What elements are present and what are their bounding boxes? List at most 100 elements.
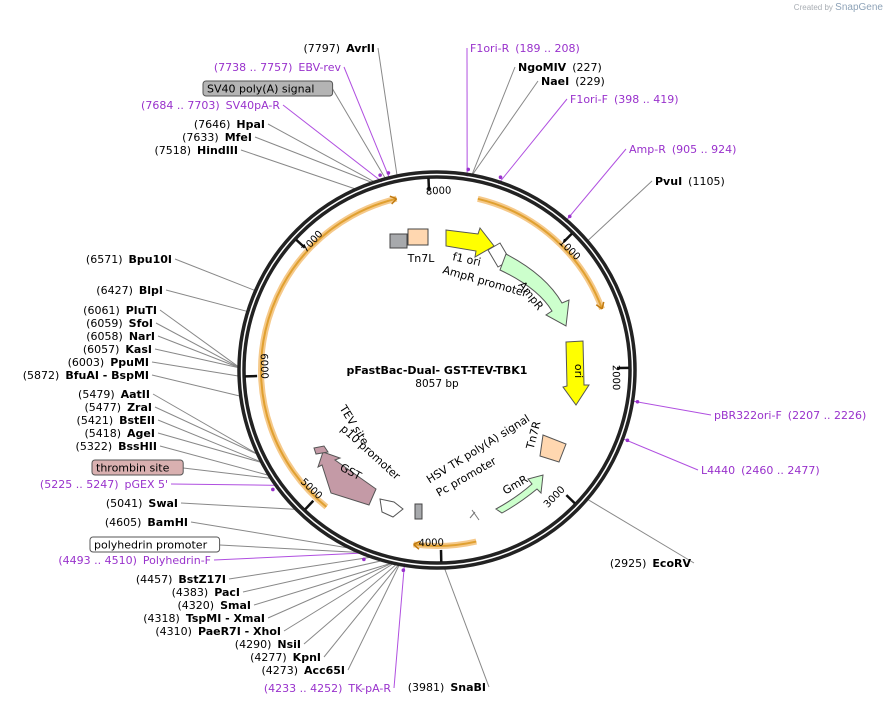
site-position: (5872) — [23, 369, 60, 382]
site-paer7i-xhoi: (4310)PaeR7I - XhoI — [155, 625, 281, 638]
site-leader-line — [253, 562, 393, 606]
site-sfoi: (6059)SfoI — [86, 317, 153, 330]
site-leader-line — [323, 563, 400, 658]
feature-tn7l-shape — [389, 233, 408, 249]
site-name: BamHI — [147, 516, 188, 529]
site-leader-line — [254, 136, 373, 184]
primer-range: (7684 .. 7703) — [141, 99, 220, 112]
primer-leader-line — [497, 98, 568, 185]
site-name: SmaI — [220, 599, 251, 612]
site-name: NaeI — [541, 75, 569, 88]
primer-amp-r: Amp-R(905 .. 924) — [629, 143, 736, 156]
site-leader-line — [267, 123, 375, 183]
primer-tk-pa-r: (4233 .. 4252)TK-pA-R — [264, 682, 392, 695]
site-avrii: (7797)AvrII — [304, 42, 375, 55]
site-agei: (5418)AgeI — [84, 427, 155, 440]
site-leader-line — [586, 498, 695, 564]
site-name: KpnI — [293, 651, 321, 664]
primer-mark — [466, 167, 471, 172]
site-position: (4290) — [235, 638, 272, 651]
feature-box-label: thrombin site — [96, 462, 170, 475]
site-leader-line — [151, 361, 240, 377]
site-nsii: (4290) NsiI — [235, 638, 301, 651]
site-hpai: (7646)HpaI — [194, 118, 265, 131]
site-name: NsiI — [277, 638, 301, 651]
primer-leader-line — [564, 148, 627, 223]
site-position: (4277) — [250, 651, 287, 664]
site-name: BstZ17I — [178, 573, 226, 586]
feature-gmr-shape — [495, 474, 544, 514]
primer-range: (398 .. 419) — [614, 93, 679, 106]
site-paci: (4383)PacI — [172, 586, 240, 599]
site-kasi: (6057)KasI — [83, 343, 152, 356]
site-name: ZraI — [127, 401, 152, 414]
primer-mark — [625, 438, 630, 443]
primer-f1ori-f: F1ori-F(398 .. 419) — [570, 93, 679, 106]
feature-box-leader — [183, 467, 272, 479]
site-position: (4318) — [143, 612, 180, 625]
primer-name: F1ori-R — [470, 42, 510, 55]
site-leader-line — [157, 335, 240, 369]
site-leader-line — [155, 322, 240, 368]
orf-arc — [477, 197, 604, 310]
site-position: (4457) — [136, 573, 173, 586]
primer-mark — [498, 175, 503, 179]
tick-mark — [427, 178, 431, 191]
site-leader-line — [157, 432, 263, 464]
site-tspmi-xmai: (4318)TspMI - XmaI — [143, 612, 265, 625]
site-ecorv: (2925)EcoRV — [610, 557, 692, 570]
primer-name: pBR322ori-F — [714, 409, 782, 422]
site-position: (5421) — [77, 414, 114, 427]
site-leader-line — [228, 556, 373, 580]
site-position: (7633) — [182, 131, 219, 144]
site-position: (2925) — [610, 557, 647, 570]
site-leader-line — [267, 562, 393, 619]
primer-leader-line — [213, 552, 367, 561]
site-name: NarI — [129, 330, 155, 343]
site-name: KasI — [125, 343, 152, 356]
primer-range: (2207 .. 2226) — [788, 409, 867, 422]
primer-range: (2460 .. 2477) — [741, 464, 820, 477]
site-position: (7518) — [154, 144, 191, 157]
site-pvui: PvuI (1105) — [655, 175, 725, 188]
site-labels: (7797)AvrIINgoMIV(227)NaeI(229)PvuI(1105… — [23, 42, 867, 695]
site-leader-line — [443, 567, 490, 688]
orf-arc — [260, 197, 397, 508]
primer-leader-line — [393, 563, 406, 689]
site-position: (5418) — [84, 427, 121, 440]
site-hindiii: (7518)HindIII — [154, 144, 238, 157]
site-name: PluTI — [126, 304, 157, 317]
site-mfei: (7633) MfeI — [182, 131, 252, 144]
tick-label: 6000 — [258, 353, 270, 379]
feature-label-f1-ori: f1 ori — [451, 250, 482, 269]
site-name: Bpu10I — [129, 253, 173, 266]
site-leader-line — [154, 348, 240, 369]
site-position: (5041) — [106, 497, 143, 510]
primer-leader-line — [620, 437, 699, 471]
primer-mark — [378, 173, 382, 177]
site-snabi: (3981)SnaBI — [408, 681, 486, 694]
site-leader-line — [159, 445, 270, 477]
site-name: PvuI — [655, 175, 682, 188]
site-position: (6427) — [96, 284, 133, 297]
primer-mark — [271, 487, 275, 492]
site-name: MfeI — [225, 131, 252, 144]
site-leader-line — [471, 66, 516, 176]
site-leader-line — [283, 562, 395, 632]
primer-range: (189 .. 208) — [515, 42, 580, 55]
feature-hsvtk-shape — [414, 503, 423, 520]
feature-f1ori-shape — [445, 226, 495, 258]
site-pluti: (6061)PluTI — [83, 304, 157, 317]
primer-mark — [635, 400, 640, 404]
primer-range: (4493 .. 4510) — [58, 554, 137, 567]
site-leader-line — [159, 309, 240, 368]
site-position: (6058) — [86, 330, 123, 343]
site-position: (6571) — [86, 253, 123, 266]
site-name: SwaI — [148, 497, 178, 510]
site-name: Acc65I — [304, 664, 345, 677]
site-bpu10i: (6571) Bpu10I — [86, 253, 172, 266]
site-position: (1105) — [688, 175, 725, 188]
site-leader-line — [174, 258, 256, 292]
map-length: 8057 bp — [415, 378, 459, 390]
